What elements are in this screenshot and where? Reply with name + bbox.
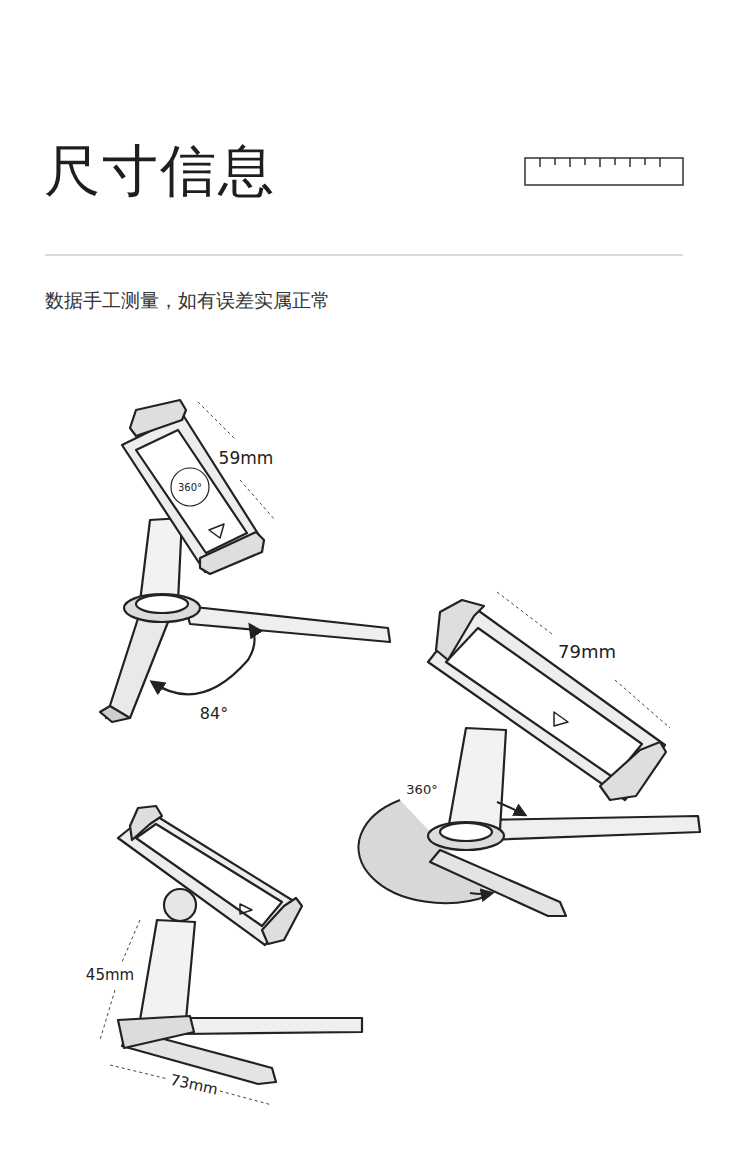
dimension-label: 73mm xyxy=(169,1072,220,1098)
holder-figure-side xyxy=(118,806,362,1084)
dimension-line xyxy=(198,402,275,520)
holder-figure-portrait xyxy=(100,400,390,722)
measurement-note: 数据手工测量，如有误差实属正常 xyxy=(45,290,330,311)
dimension-line xyxy=(100,920,272,1105)
dimension-label: 45mm xyxy=(86,967,134,984)
divider-line xyxy=(45,254,683,256)
holder-figure-landscape xyxy=(358,600,700,916)
rotation-label: 360° xyxy=(178,482,202,493)
dimension-line xyxy=(497,592,670,728)
dimension-label: 79mm xyxy=(558,642,616,662)
ruler-icon xyxy=(525,158,683,185)
angle-label: 84° xyxy=(200,705,228,723)
rotation-label: 360° xyxy=(406,783,437,797)
dimension-label: 59mm xyxy=(219,449,274,468)
page-title: 尺寸信息 xyxy=(44,140,276,202)
